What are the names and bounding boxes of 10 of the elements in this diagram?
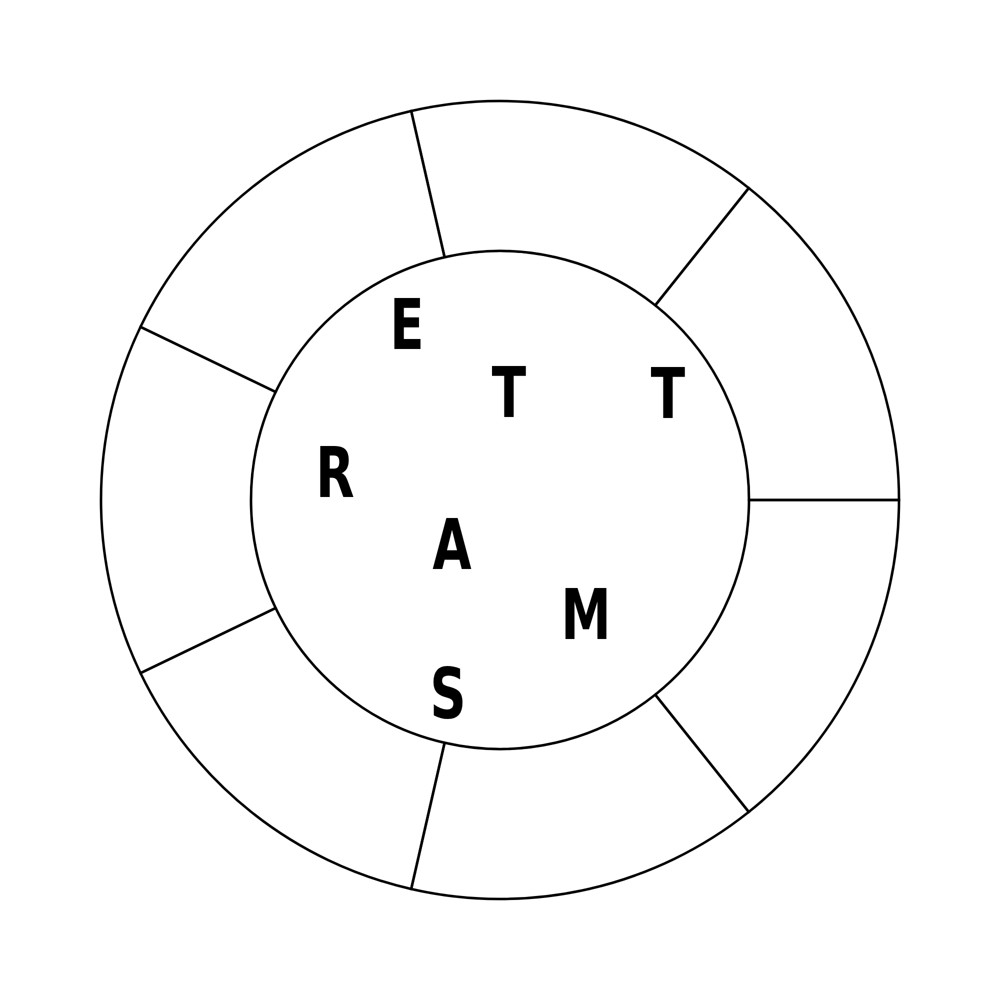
letter: T (650, 359, 685, 429)
letter: A (432, 510, 471, 580)
letter: R (315, 438, 354, 508)
letter: M (560, 580, 611, 650)
answer-sector (100, 326, 277, 674)
letter: T (491, 358, 526, 428)
letter: S (429, 659, 466, 729)
letter: E (389, 290, 424, 360)
answer-sector (139, 110, 446, 394)
letter-circle (250, 250, 750, 750)
